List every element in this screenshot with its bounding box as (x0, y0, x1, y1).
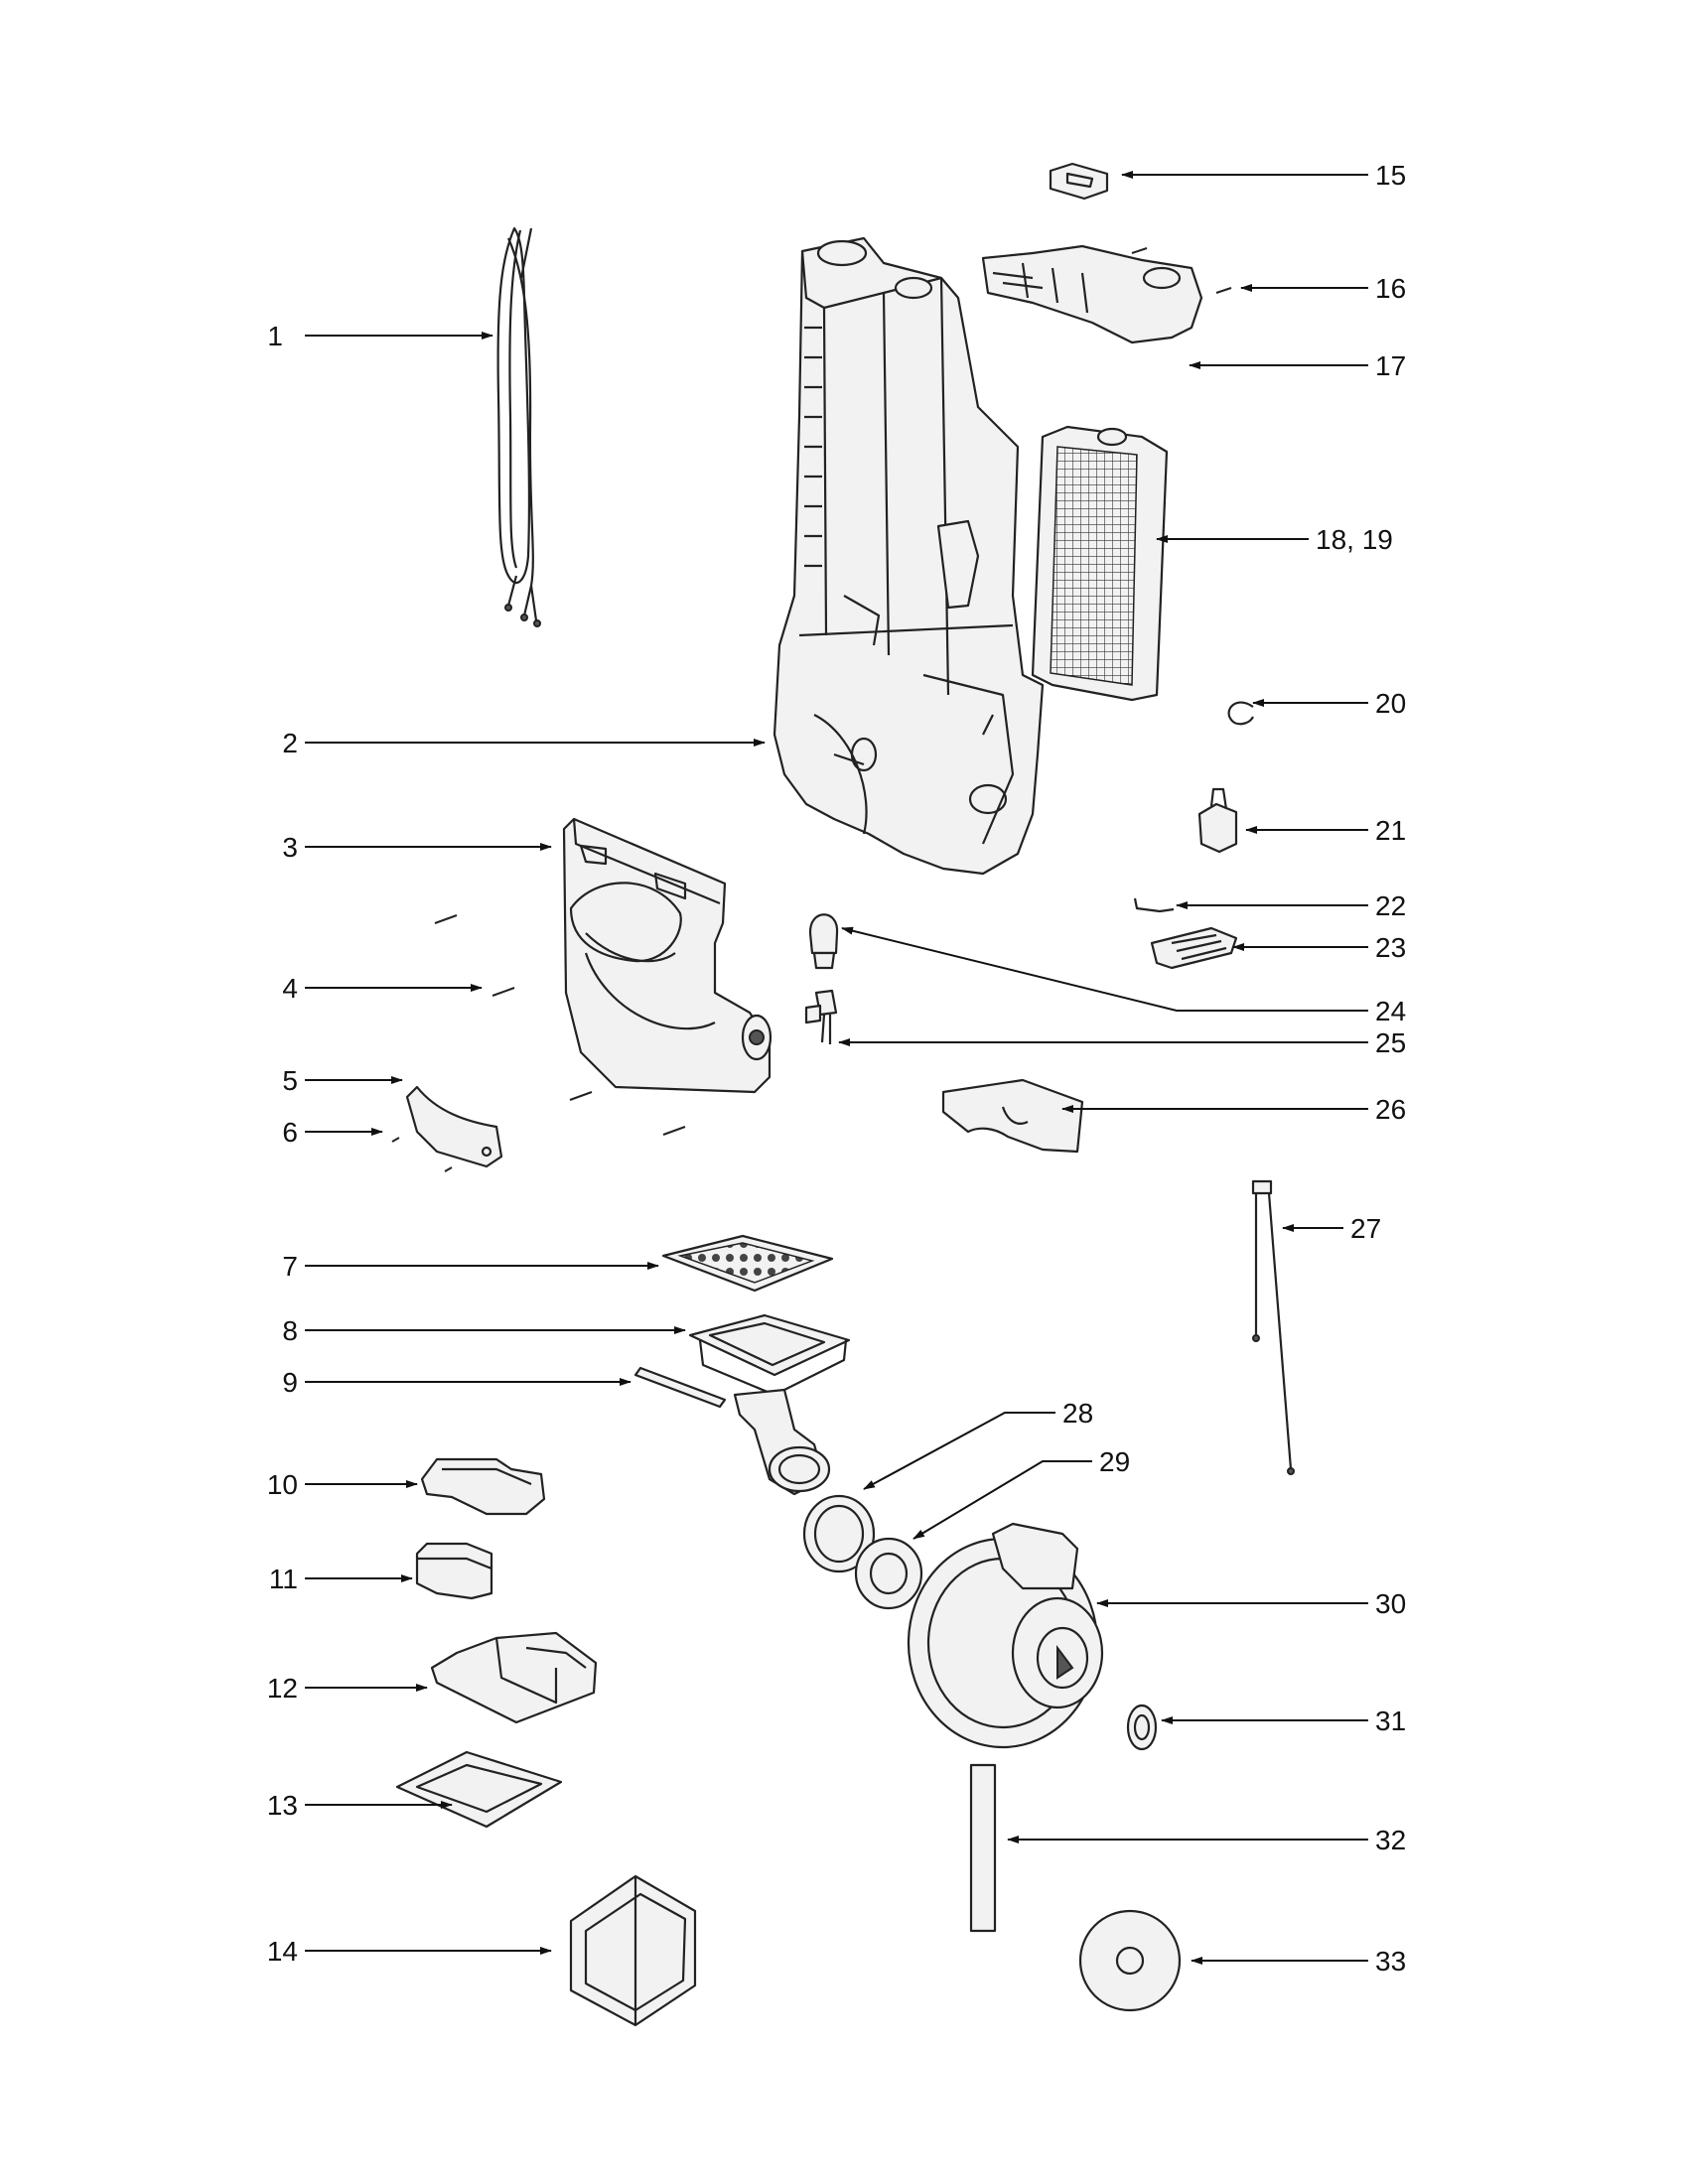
part-7-filter-grate (661, 1234, 834, 1293)
part-24-light-bulb (808, 913, 839, 970)
label-31: 31 (1375, 1706, 1406, 1736)
label-32: 32 (1375, 1825, 1406, 1855)
label-15: 15 (1375, 160, 1406, 191)
part-21-switch (1197, 787, 1238, 854)
part-4-screws (434, 914, 686, 1136)
part-10-bag-tray (420, 1457, 546, 1516)
part-31-bearing-clip (1126, 1704, 1158, 1751)
part-5-lens-cover (405, 1085, 503, 1168)
label-12: 12 (267, 1673, 298, 1704)
part-17-handle-cap (981, 244, 1203, 344)
label-26: 26 (1375, 1094, 1406, 1125)
label-21: 21 (1375, 815, 1406, 846)
label-28: 28 (1062, 1398, 1093, 1429)
part-8-filter-frame (688, 1313, 851, 1397)
label-2: 2 (282, 728, 298, 758)
part-32-brush-strip (969, 1763, 997, 1933)
label-24: 24 (1375, 996, 1406, 1026)
label-11: 11 (269, 1564, 298, 1594)
part-26-brush-guard (941, 1078, 1084, 1154)
label-16: 16 (1375, 273, 1406, 304)
part-16-screws (1131, 247, 1232, 294)
part-18-19-hepa-filter (1031, 425, 1169, 702)
label-22: 22 (1375, 890, 1406, 921)
label-13: 13 (267, 1790, 298, 1821)
part-2-main-body (772, 236, 1045, 876)
part-25-bulb-socket (804, 989, 838, 1044)
label-6: 6 (282, 1117, 298, 1148)
label-9: 9 (282, 1367, 298, 1398)
label-25: 25 (1375, 1027, 1406, 1058)
part-9-seal-strip (633, 1366, 727, 1409)
part-20-clip-ring (1227, 701, 1254, 726)
part-3-front-cover (562, 817, 772, 1094)
label-3: 3 (282, 832, 298, 863)
label-20: 20 (1375, 688, 1406, 719)
duct-assembly (733, 1388, 831, 1496)
label-14: 14 (267, 1936, 298, 1967)
part-28-ring (802, 1494, 876, 1573)
leader-lines (305, 171, 1368, 1965)
label-1: 1 (267, 321, 283, 351)
label-23: 23 (1375, 932, 1406, 963)
label-33: 33 (1375, 1946, 1406, 1977)
part-27-cable (1251, 1179, 1295, 1475)
label-29: 29 (1099, 1446, 1130, 1477)
part-15-badge (1049, 162, 1109, 201)
part-1-power-cord (496, 226, 541, 627)
part-12-bag-holder (430, 1631, 598, 1724)
part-29-washer (854, 1537, 923, 1610)
part-6-small-screws (391, 1137, 453, 1172)
part-11-foam-block (415, 1542, 493, 1600)
label-10: 10 (267, 1469, 298, 1500)
label-17: 17 (1375, 350, 1406, 381)
label-27: 27 (1350, 1213, 1381, 1244)
part-13-gasket-frame (395, 1750, 563, 1829)
part-22-spring-wire (1133, 897, 1175, 913)
part-labels: 1 2 3 4 5 6 7 8 9 10 11 12 13 14 15 16 1… (267, 160, 1406, 1977)
label-30: 30 (1375, 1588, 1406, 1619)
label-5: 5 (282, 1065, 298, 1096)
part-14-bag-housing (569, 1874, 697, 2027)
label-7: 7 (282, 1251, 298, 1282)
label-18-19: 18, 19 (1316, 524, 1393, 555)
label-8: 8 (282, 1315, 298, 1346)
part-33-disc (1078, 1909, 1182, 2012)
part-23-switch-plate (1150, 926, 1238, 970)
label-4: 4 (282, 973, 298, 1004)
part-30-motor (907, 1522, 1104, 1749)
